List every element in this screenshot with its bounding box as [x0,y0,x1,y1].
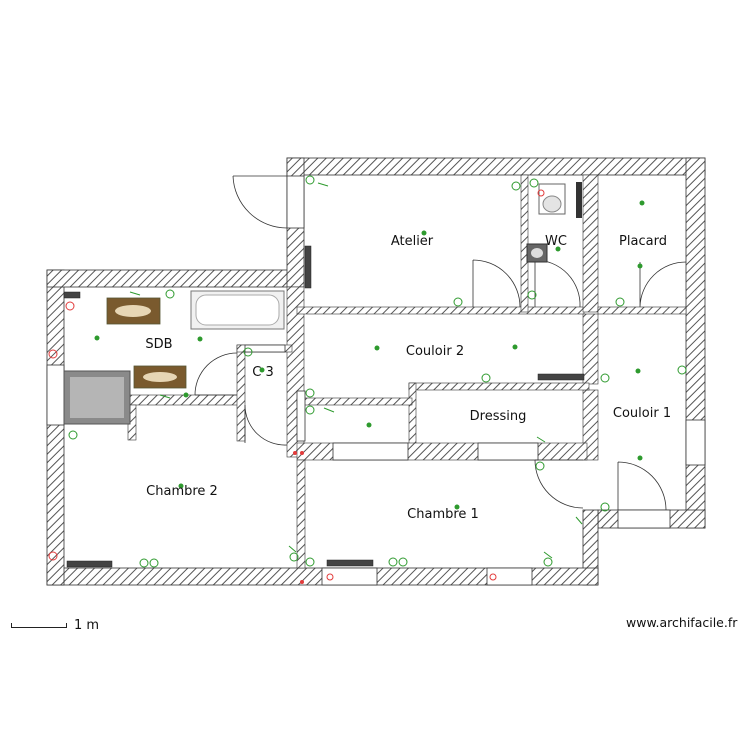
sink-lower [133,365,187,389]
room-label-sdb: SDB [145,337,172,352]
alert-dots [293,451,304,584]
alert-symbols [48,189,545,581]
scale-bar [11,623,67,628]
room-label-placard: Placard [619,234,667,249]
switch-symbols [129,182,583,559]
room-label-atelier: Atelier [391,234,434,249]
room-label-c3: C 3 [252,365,273,380]
wc-washbasin [526,243,548,263]
outlet-symbols [68,175,687,568]
room-label-couloir2: Couloir 2 [406,344,464,359]
radiators [63,245,585,568]
room-label-chambre2: Chambre 2 [146,484,218,499]
sink-upper [106,297,161,325]
openings [46,175,706,586]
room-label-dressing: Dressing [470,409,527,424]
site-watermark: www.archifacile.fr [626,615,738,630]
door-swings [194,175,687,511]
shower [63,370,131,425]
scale-label: 1 m [74,618,100,633]
light-points [94,200,645,510]
toilet [538,182,582,218]
room-label-wc: WC [545,234,567,249]
room-label-couloir1: Couloir 1 [613,406,671,421]
bathtub [190,290,285,330]
room-label-chambre1: Chambre 1 [407,507,479,522]
